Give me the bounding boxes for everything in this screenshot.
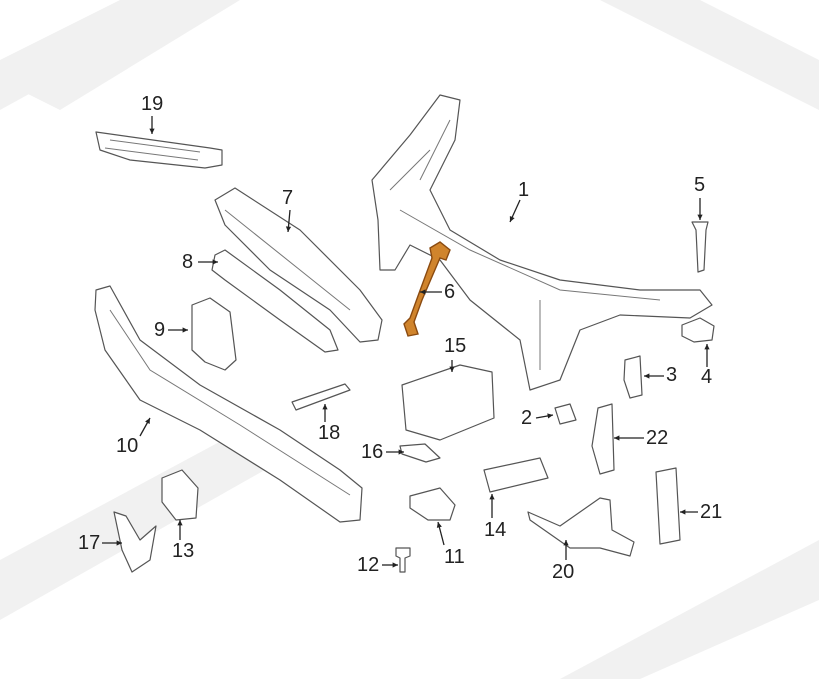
- arrowhead-icon: [680, 509, 686, 515]
- callout-21: 21: [700, 501, 723, 523]
- arrowhead-icon: [614, 435, 620, 441]
- part-10: [94, 285, 363, 523]
- part-5: [691, 221, 709, 273]
- callout-13: 13: [172, 540, 195, 562]
- part-16: [399, 443, 441, 463]
- callout-2: 2: [521, 407, 533, 429]
- arrowhead-icon: [644, 373, 650, 379]
- part-18: [291, 383, 351, 411]
- arrowhead-icon: [420, 289, 426, 295]
- part-8: [211, 249, 339, 353]
- part-12: [395, 547, 411, 573]
- callout-20: 20: [552, 561, 575, 583]
- callout-arrows: [102, 116, 710, 568]
- arrowhead-icon: [563, 540, 569, 546]
- callout-4: 4: [701, 366, 713, 388]
- part-17: [113, 511, 157, 573]
- callout-19: 19: [141, 93, 164, 115]
- callout-11: 11: [444, 546, 465, 568]
- callout-12: 12: [357, 554, 380, 576]
- part-3: [623, 355, 643, 399]
- callout-6: 6: [444, 281, 456, 303]
- arrowhead-icon: [449, 366, 455, 372]
- callout-10: 10: [116, 435, 139, 457]
- arrowhead-icon: [436, 522, 442, 528]
- callout-3: 3: [666, 364, 678, 386]
- part-7: [214, 187, 383, 343]
- arrowhead-icon: [177, 520, 183, 526]
- callout-18: 18: [318, 422, 341, 444]
- part-9: [191, 297, 237, 371]
- part-4: [681, 317, 715, 343]
- part-22: [591, 403, 615, 475]
- part-11: [409, 487, 456, 521]
- arrowhead-icon: [212, 259, 218, 265]
- callout-22: 22: [646, 427, 669, 449]
- part-20: [527, 497, 635, 557]
- part-13: [161, 469, 199, 521]
- arrowhead-icon: [704, 344, 710, 350]
- callout-16: 16: [361, 441, 384, 463]
- arrowhead-icon: [489, 494, 495, 500]
- callout-1: 1: [518, 179, 530, 201]
- callout-5: 5: [694, 174, 706, 196]
- part-15: [401, 364, 495, 441]
- arrowhead-icon: [322, 404, 328, 410]
- callout-17: 17: [78, 532, 101, 554]
- arrowhead-icon: [149, 128, 155, 134]
- arrowhead-icon: [145, 418, 150, 424]
- callout-8: 8: [182, 251, 194, 273]
- callout-14: 14: [484, 519, 507, 541]
- arrowhead-icon: [398, 449, 404, 455]
- part-2: [554, 403, 577, 425]
- part-6: [403, 241, 451, 337]
- arrowhead-icon: [285, 226, 292, 232]
- part-19: [95, 131, 223, 169]
- callout-7: 7: [282, 187, 294, 209]
- callout-15: 15: [444, 335, 467, 357]
- part-14: [483, 457, 549, 493]
- arrowhead-icon: [116, 540, 122, 546]
- arrowhead-icon: [547, 413, 553, 419]
- part-21: [655, 467, 681, 545]
- arrowhead-icon: [509, 216, 515, 222]
- arrowhead-icon: [182, 327, 188, 333]
- arrowhead-icon: [392, 562, 398, 568]
- arrowhead-icon: [697, 214, 703, 220]
- callout-9: 9: [154, 319, 166, 341]
- part-1: [371, 94, 713, 391]
